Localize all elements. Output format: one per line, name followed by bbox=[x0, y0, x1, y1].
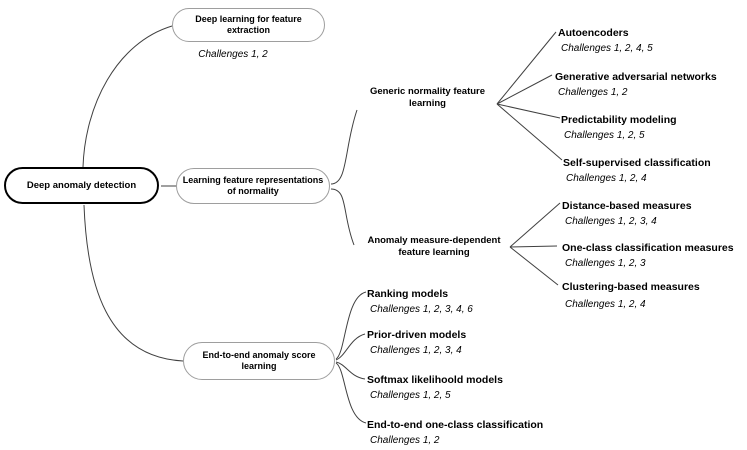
edge-root-to-feature-extraction bbox=[82, 25, 173, 168]
leaf-title: Softmax likelihoold models bbox=[367, 374, 503, 386]
leaf-prior-driven-models: Prior-driven models Challenges 1, 2, 3, … bbox=[367, 328, 466, 357]
leaf-title: Autoencoders bbox=[558, 27, 629, 39]
leaf-caption: Challenges 1, 2, 5 bbox=[564, 130, 645, 141]
edge-generic-to-autoencoders bbox=[496, 31, 557, 105]
group-label-generic-normality: Generic normality feature learning bbox=[369, 86, 486, 109]
group-label-anomaly-measure-dependent: Anomaly measure-dependent feature learni… bbox=[367, 235, 501, 258]
leaf-caption: Challenges 1, 2, 3, 4 bbox=[370, 345, 462, 356]
edge-generic-to-gan bbox=[496, 74, 553, 105]
leaf-predictability-modeling: Predictability modeling Challenges 1, 2,… bbox=[561, 113, 677, 142]
leaf-softmax-likelihoold-models: Softmax likelihoold models Challenges 1,… bbox=[367, 373, 503, 402]
edge-anomaly-to-distance bbox=[509, 202, 561, 248]
leaf-clustering-based-measures: Clustering-based measures Challenges 1, … bbox=[562, 280, 700, 311]
leaf-autoencoders: Autoencoders Challenges 1, 2, 4, 5 bbox=[558, 26, 653, 55]
leaf-title: Clustering-based measures bbox=[562, 281, 700, 293]
leaf-title: Ranking models bbox=[367, 288, 449, 300]
leaf-caption: Challenges 1, 2 bbox=[558, 87, 628, 98]
node-deep-anomaly-detection: Deep anomaly detection bbox=[4, 167, 159, 204]
leaf-caption: Challenges 1, 2, 4, 5 bbox=[561, 43, 653, 54]
leaf-one-class-classification-measures: One-class classification measures Challe… bbox=[562, 241, 734, 270]
edge-representations-to-generic bbox=[330, 109, 358, 185]
leaf-caption: Challenges 1, 2, 3, 4, 6 bbox=[370, 304, 473, 315]
leaf-title: Self-supervised classification bbox=[563, 157, 711, 169]
leaf-end-to-end-one-class-classification: End-to-end one-class classification Chal… bbox=[367, 418, 543, 447]
leaf-title: Prior-driven models bbox=[367, 329, 467, 341]
leaf-ranking-models: Ranking models Challenges 1, 2, 3, 4, 6 bbox=[367, 287, 473, 316]
leaf-self-supervised-classification: Self-supervised classification Challenge… bbox=[563, 156, 711, 185]
leaf-title: End-to-end one-class classification bbox=[367, 419, 544, 431]
leaf-caption: Challenges 1, 2 bbox=[370, 435, 440, 446]
leaf-title: Distance-based measures bbox=[562, 200, 692, 212]
leaf-title: Generative adversarial networks bbox=[555, 71, 717, 83]
leaf-caption: Challenges 1, 2, 5 bbox=[370, 390, 451, 401]
leaf-distance-based-measures: Distance-based measures Challenges 1, 2,… bbox=[562, 199, 692, 228]
node-deep-learning-for-feature-extraction: Deep learning for feature extraction bbox=[172, 8, 325, 42]
edge-generic-to-self-supervised bbox=[496, 103, 563, 161]
leaf-caption: Challenges 1, 2, 3 bbox=[565, 258, 646, 269]
node-learning-feature-representations: Learning feature representations of norm… bbox=[176, 168, 330, 204]
leaf-generative-adversarial-networks: Generative adversarial networks Challeng… bbox=[555, 70, 717, 99]
edge-score-to-one-class-classification bbox=[335, 362, 367, 424]
leaf-caption: Challenges 1, 2, 4 bbox=[565, 299, 646, 310]
edge-score-to-prior-driven bbox=[335, 333, 366, 361]
edge-anomaly-to-clustering bbox=[509, 246, 559, 286]
edge-representations-to-anomaly-measure bbox=[330, 188, 355, 246]
leaf-title: Predictability modeling bbox=[561, 114, 677, 126]
leaf-caption: Challenges 1, 2, 4 bbox=[566, 173, 647, 184]
caption-feature-extraction-challenges: Challenges 1, 2 bbox=[198, 49, 268, 60]
edge-anomaly-to-one-class bbox=[509, 245, 558, 248]
leaf-title: One-class classification measures bbox=[562, 242, 734, 254]
edge-root-to-score-learning bbox=[83, 204, 184, 362]
edge-score-to-ranking bbox=[335, 291, 367, 360]
edge-score-to-softmax bbox=[335, 361, 366, 380]
node-end-to-end-anomaly-score-learning: End-to-end anomaly score learning bbox=[183, 342, 335, 380]
edge-generic-to-predictability bbox=[496, 103, 561, 119]
leaf-caption: Challenges 1, 2, 3, 4 bbox=[565, 216, 657, 227]
